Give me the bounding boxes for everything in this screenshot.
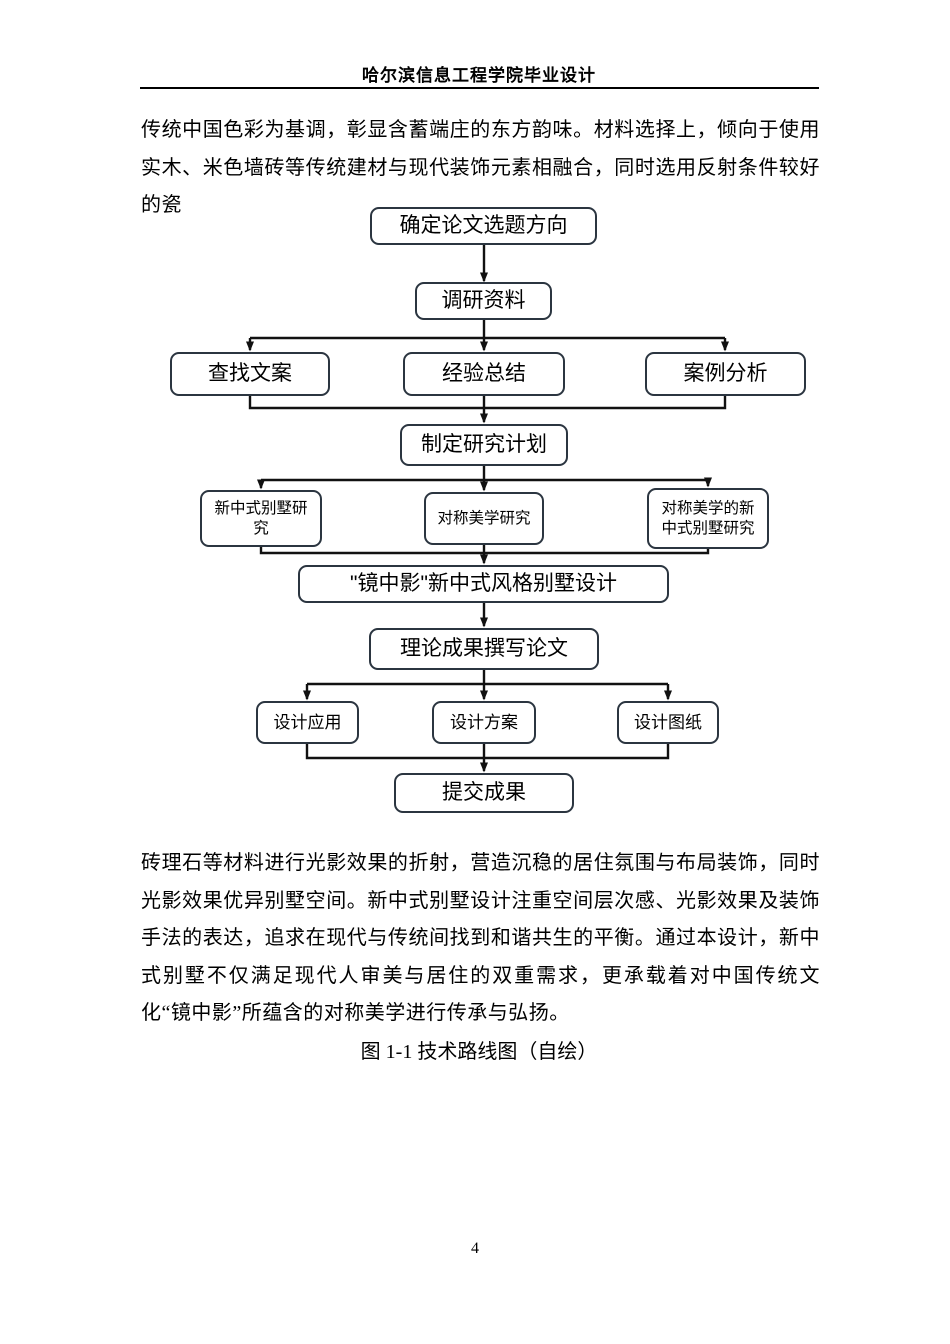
connector-research-branch	[246, 320, 729, 352]
flow-node-design-application: 设计应用	[256, 701, 359, 744]
flow-node-thesis: 理论成果撰写论文	[369, 628, 599, 670]
page-header: 哈尔滨信息工程学院毕业设计	[362, 66, 596, 85]
connector-merge-to-design	[259, 545, 710, 565]
flow-node-submit: 提交成果	[394, 773, 574, 813]
flow-node-symmetry-villa-study: 对称美学的新中式别墅研究	[647, 488, 769, 549]
page-number: 4	[471, 1240, 479, 1257]
flow-node-symmetry-study: 对称美学研究	[424, 492, 544, 545]
connector-merge-to-submit	[305, 744, 670, 773]
flow-node-research: 调研资料	[415, 282, 552, 320]
flow-node-villa-study: 新中式别墅研究	[200, 490, 322, 547]
flow-node-topic: 确定论文选题方向	[370, 207, 597, 245]
paragraph-top: 传统中国色彩为基调，彰显含蓄端庄的东方韵味。材料选择上，倾向于使用实木、米色墙砖…	[141, 119, 820, 216]
flowchart-connectors	[246, 245, 729, 773]
flow-node-experience: 经验总结	[403, 352, 565, 396]
flow-node-plan: 制定研究计划	[400, 424, 568, 466]
figure-caption: 图 1-1 技术路线图（自绘）	[360, 1041, 598, 1063]
flow-node-design-drawings: 设计图纸	[617, 701, 719, 744]
paragraph-bottom: 砖理石等材料进行光影效果的折射，营造沉稳的居住氛围与布局装饰，同时光影效果优异别…	[141, 852, 820, 1024]
technical-route-flowchart: 确定论文选题方向 调研资料 查找文案 经验总结 案例分析 制定研究计划 新中式别…	[0, 200, 950, 820]
flow-node-find-docs: 查找文案	[170, 352, 330, 396]
flow-node-case-analysis: 案例分析	[645, 352, 806, 396]
connector-merge-to-plan	[248, 396, 727, 424]
connector-thesis-branch	[303, 670, 672, 701]
header-divider	[140, 87, 819, 89]
flow-node-design-scheme: 设计方案	[432, 701, 536, 744]
flow-node-design: "镜中影"新中式风格别墅设计	[298, 565, 669, 603]
connector-plan-branch	[257, 466, 712, 492]
